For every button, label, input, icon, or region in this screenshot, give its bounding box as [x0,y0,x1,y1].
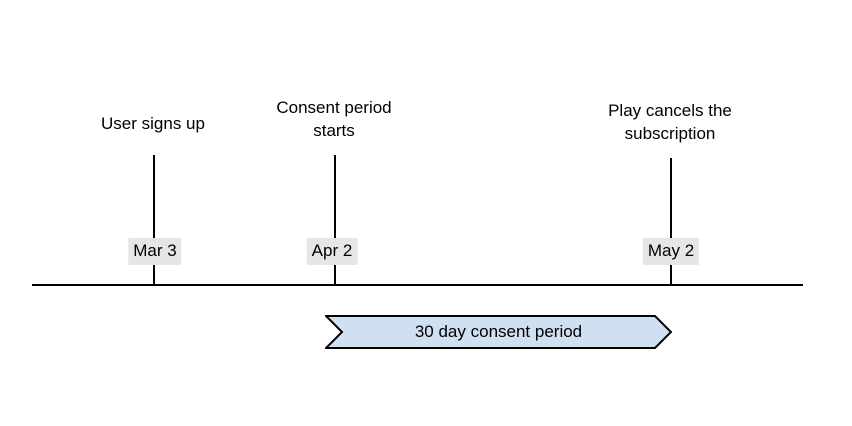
tick-line-play-cancels [670,158,672,285]
banner-chevron-shape [325,315,672,349]
date-chip-play-cancels: May 2 [642,238,700,265]
consent-period-banner: 30 day consent period [325,315,672,349]
event-caption-signup: User signs up [101,114,205,133]
event-caption-play-cancels: Play cancels the subscription [608,101,732,143]
event-caption-consent-start: Consent period starts [276,98,392,140]
date-chip-signup: Mar 3 [128,238,182,265]
timeline-axis [32,284,803,286]
tick-line-signup [153,155,155,285]
tick-line-consent-start [334,155,336,285]
date-chip-consent-start: Apr 2 [306,238,358,265]
